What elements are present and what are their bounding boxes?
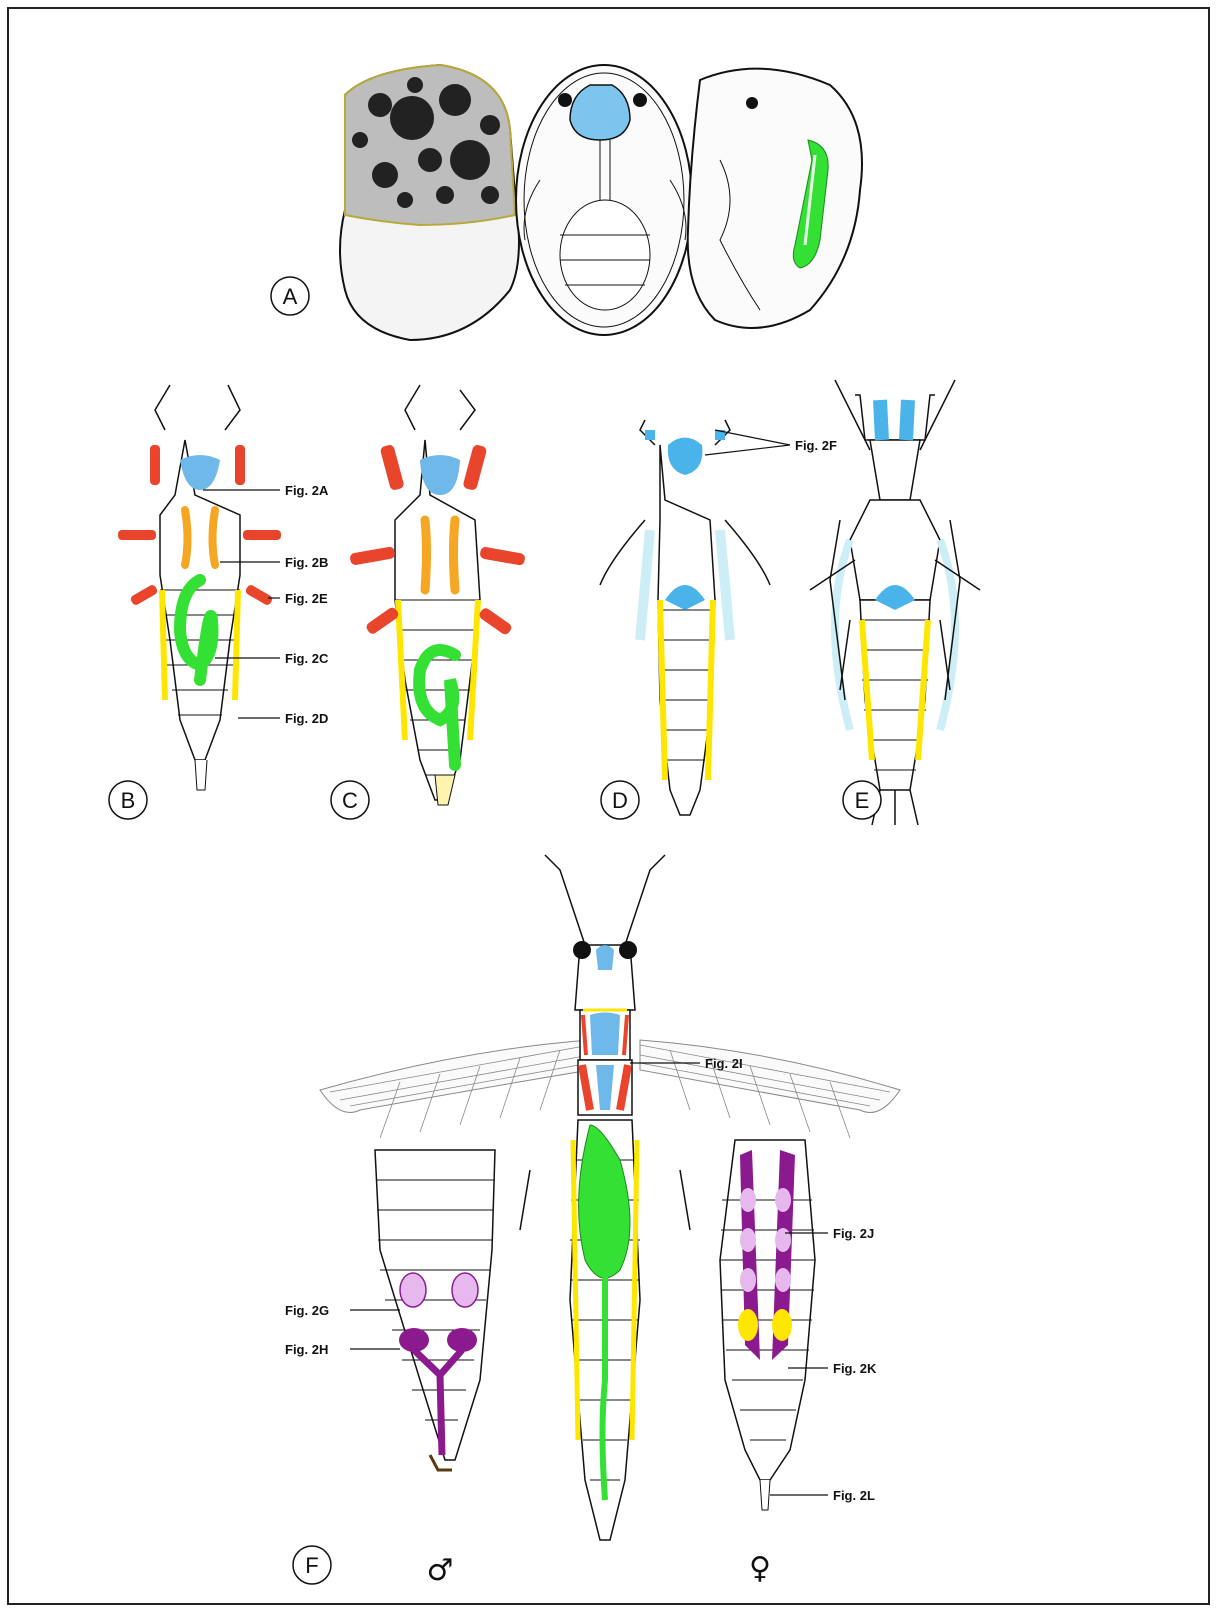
panel-a-letter: A [283, 284, 298, 309]
panel-a-label: A [271, 277, 309, 315]
label-fig-2j: Fig. 2J [833, 1226, 874, 1241]
label-fig-2d: Fig. 2D [285, 711, 328, 726]
panel-b-label: B [109, 781, 147, 819]
label-fig-2l: Fig. 2L [833, 1488, 875, 1503]
adult-thrips [520, 855, 690, 1540]
label-fig-2k: Fig. 2K [833, 1361, 877, 1376]
label-fig-2h: Fig. 2H [285, 1342, 328, 1357]
panel-c-label: C [331, 781, 369, 819]
panel-c-letter: C [342, 788, 358, 813]
egg-mid [516, 65, 692, 335]
female-abdomen [720, 1140, 815, 1510]
label-fig-2b: Fig. 2B [285, 555, 328, 570]
female-symbol: ♀ [749, 1551, 771, 1586]
panel-d-label: D [601, 781, 639, 819]
male-symbol: ♂ [427, 1553, 454, 1588]
label-fig-2c: Fig. 2C [285, 651, 329, 666]
panel-f-letter: F [305, 1553, 318, 1578]
panel-e-letter: E [855, 788, 870, 813]
label-fig-2f: Fig. 2F [795, 438, 837, 453]
egg-early [340, 65, 519, 340]
panel-f-label: F [293, 1546, 331, 1584]
label-fig-2e: Fig. 2E [285, 591, 328, 606]
panel-e-label: E [843, 781, 881, 819]
propupa [600, 420, 770, 815]
label-fig-2i: Fig. 2I [705, 1056, 743, 1071]
panel-b-letter: B [121, 788, 136, 813]
larva-first-instar [118, 385, 281, 790]
egg-late [688, 69, 862, 328]
label-fig-2g: Fig. 2G [285, 1303, 329, 1318]
panel-d-letter: D [612, 788, 628, 813]
label-fig-2a: Fig. 2A [285, 483, 329, 498]
larva-second-instar [349, 385, 525, 805]
